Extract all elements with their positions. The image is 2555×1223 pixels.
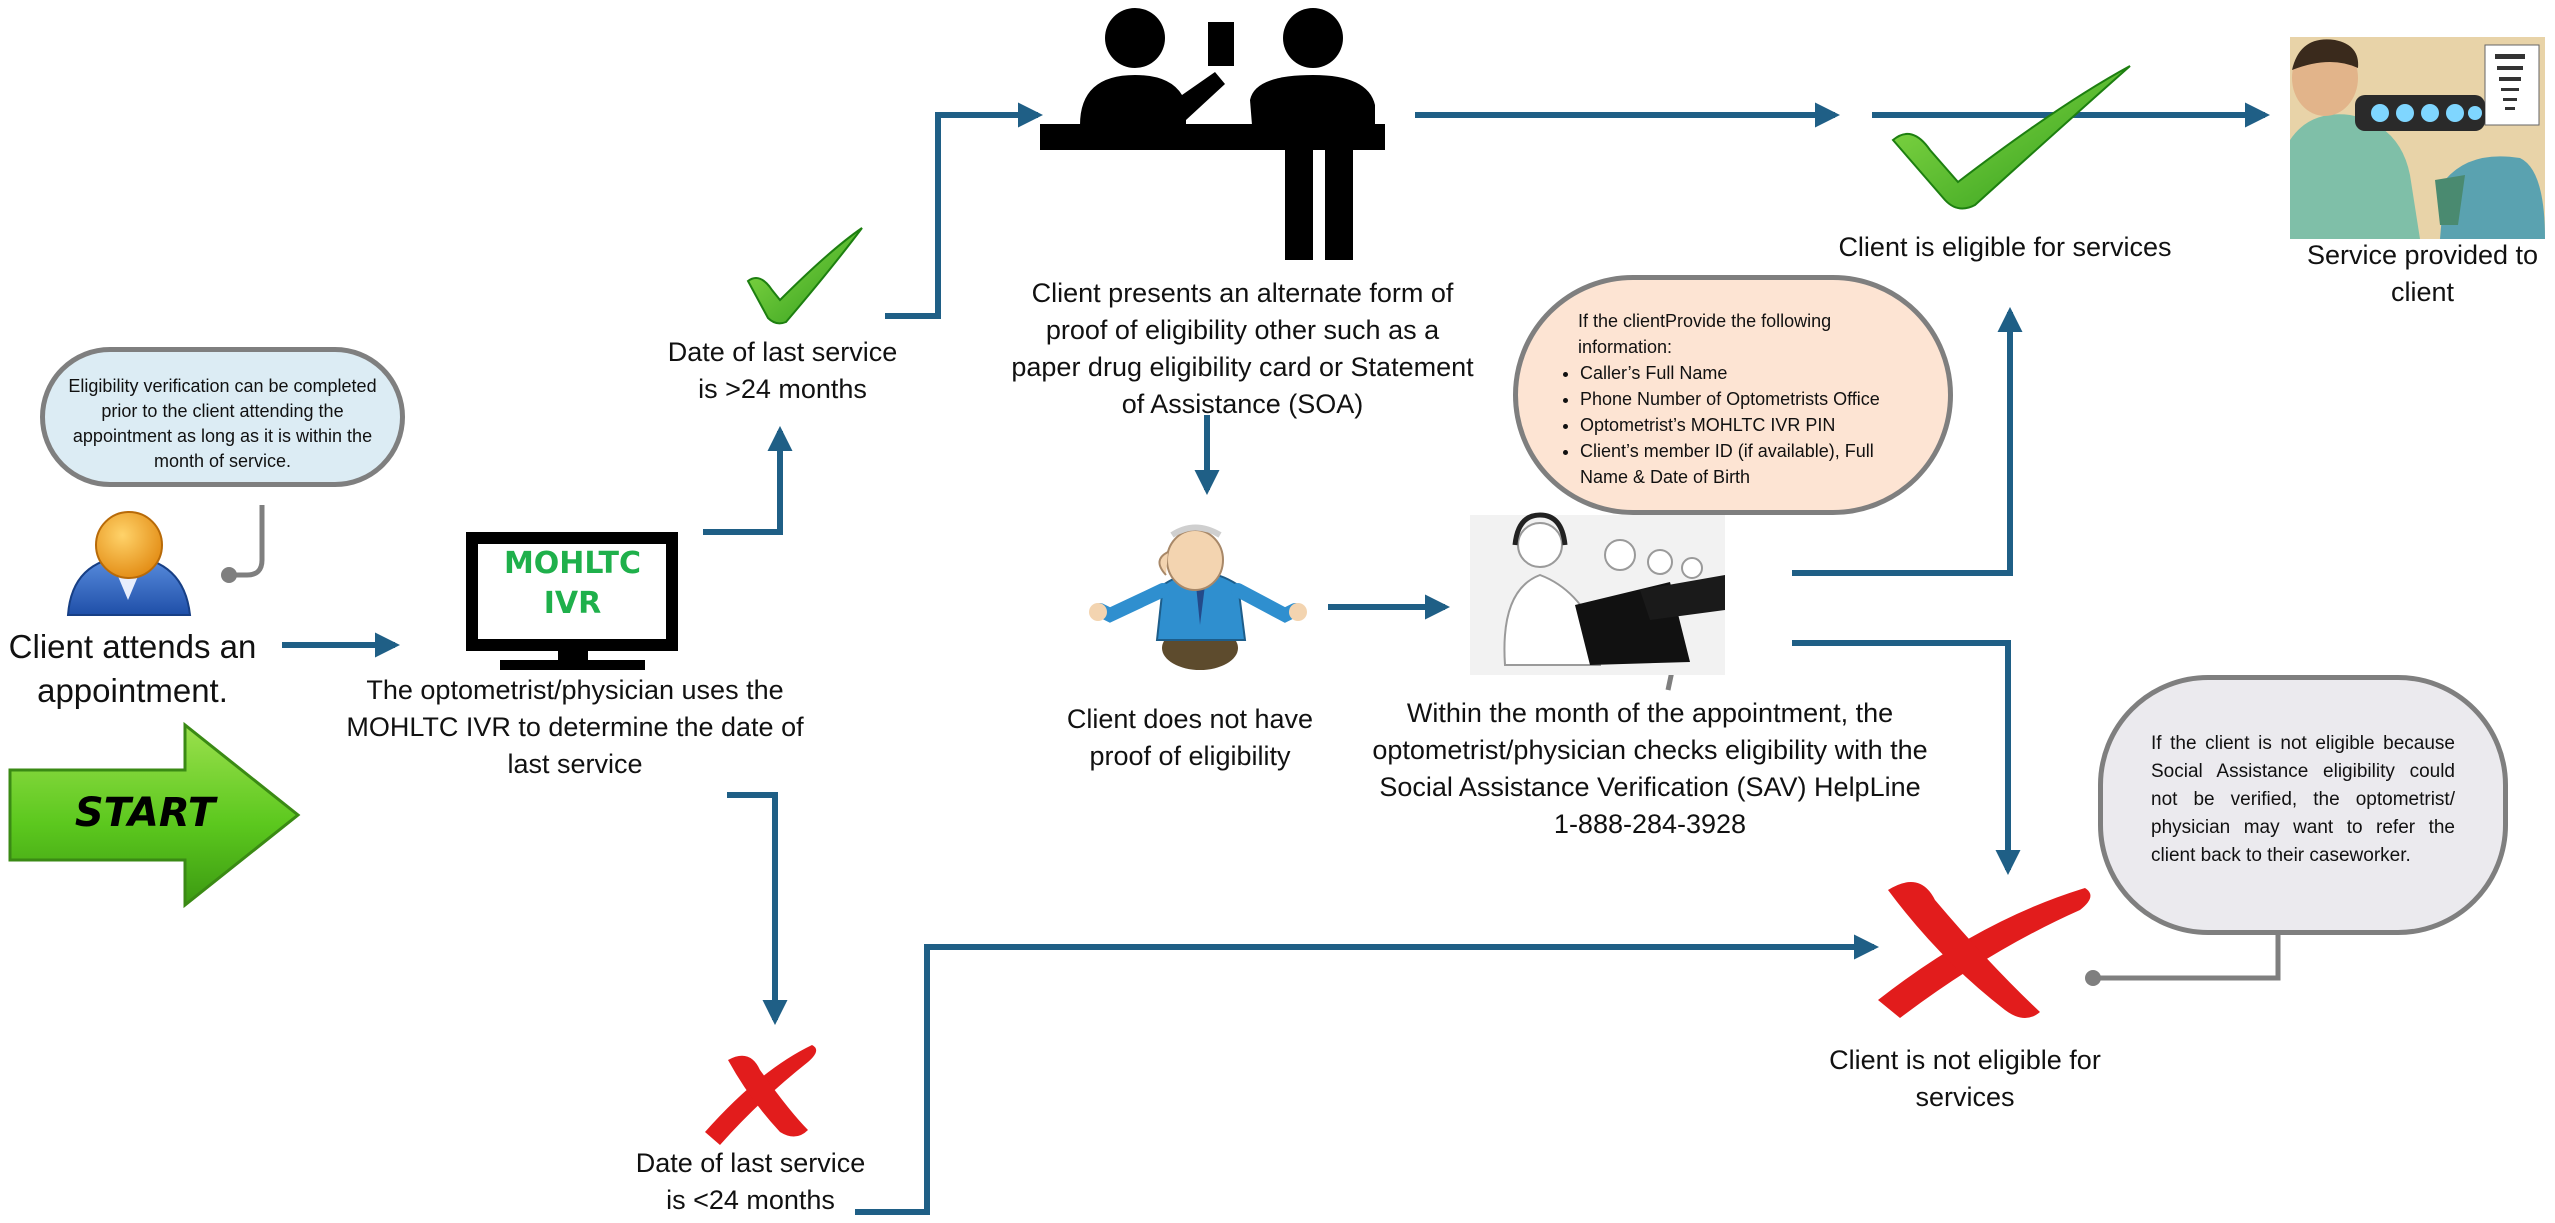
eye-exam-icon <box>2290 37 2545 239</box>
check-icon-over24 <box>746 227 863 325</box>
eligible-label: Client is eligible for services <box>1838 232 2172 262</box>
info-list: Caller’s Full Name Phone Number of Optom… <box>1558 360 1920 490</box>
sav-check-label: Within the month of the appointment, the… <box>1360 695 1940 843</box>
arrow-sav-to-not-eligible <box>1792 640 2021 876</box>
last-service-over-label: Date of last service is >24 months <box>667 337 898 404</box>
not-eligible-note-text: If the client is not eligible because So… <box>2151 733 2455 866</box>
last-service-under-label: Date of last service is <24 months <box>635 1148 866 1215</box>
reception-desk-icon <box>1040 8 1385 260</box>
client-avatar-icon <box>66 511 192 616</box>
info-item: Phone Number of Optometrists Office <box>1580 386 1920 412</box>
arrow-over-to-desk <box>885 102 1044 319</box>
verification-note-text: Eligibility verification can be complete… <box>68 376 377 471</box>
monitor-icon <box>466 532 678 670</box>
cross-icon-under24 <box>705 1045 817 1145</box>
start-arrow <box>8 721 301 909</box>
sav-check-text: Within the month of the appointment, the… <box>1372 698 1928 802</box>
start-label: START <box>74 790 216 836</box>
not-eligible-note-bubble: If the client is not eligible because So… <box>2098 675 2508 935</box>
arrow-sav-to-eligible <box>1792 306 2023 576</box>
not-eligible-label: Client is not eligible for services <box>1829 1045 2101 1112</box>
call-center-icon <box>1470 512 1725 675</box>
verification-note-bubble: Eligibility verification can be complete… <box>40 347 405 487</box>
info-header: If the clientProvide the following infor… <box>1578 311 1832 357</box>
arrow-ivr-to-under <box>727 792 788 1026</box>
tail-verification-note <box>232 505 265 578</box>
confused-man-icon <box>1089 524 1307 670</box>
client-attends-label: Client attends an appointment. <box>8 628 257 709</box>
arrow-ivr-to-over <box>703 425 793 535</box>
tail-dot-verification <box>221 567 237 583</box>
tail-dot-not-eligible <box>2085 970 2101 986</box>
tail-not-eligible-note <box>2095 935 2281 981</box>
service-provided-label: Service provided to client <box>2306 240 2539 307</box>
monitor-screen-text: MOHLTC IVR <box>503 546 642 621</box>
optometrist-uses-label: The optometrist/physician uses the MOHLT… <box>346 675 804 779</box>
info-item: Optometrist’s MOHLTC IVR PIN <box>1580 412 1920 438</box>
cross-icon-not-eligible <box>1878 882 2091 1019</box>
no-proof-label: Client does not have proof of eligibilit… <box>1066 704 1314 771</box>
info-bubble: If the clientProvide the following infor… <box>1513 275 1953 515</box>
info-item: Client’s member ID (if available), Full … <box>1580 438 1920 490</box>
alternate-proof-label: Client presents an alternate form of pro… <box>1011 278 1474 419</box>
sav-phone-number: 1-888-284-3928 <box>1553 809 1747 839</box>
arrow-under-to-not-eligible <box>855 934 1880 1215</box>
check-icon-eligible <box>1891 65 2131 210</box>
info-item: Caller’s Full Name <box>1580 360 1920 386</box>
